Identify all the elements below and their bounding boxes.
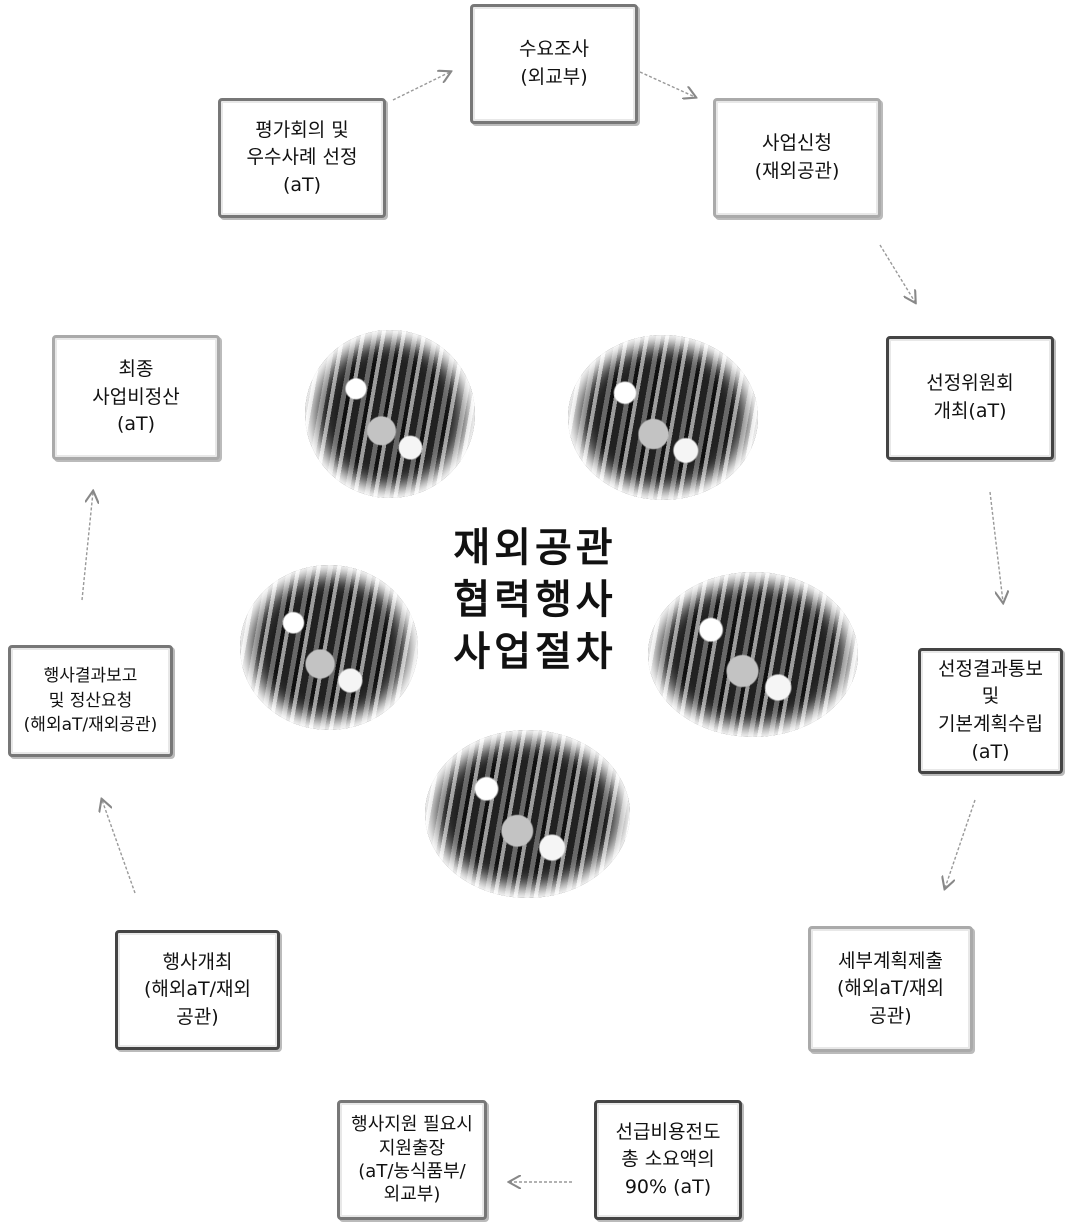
title-line-2: 협력행사	[453, 576, 617, 623]
event-photo-middle-right	[648, 572, 858, 737]
diagram-title: 재외공관 협력행사 사업절차	[430, 522, 640, 678]
step-label: 사업신청 (재외공관)	[754, 132, 840, 182]
event-photo-bottom	[425, 730, 630, 898]
arrow-s9-s10	[81, 492, 93, 601]
arrow-s2-s3	[879, 244, 915, 302]
step-label: 선정위원회 개최(aT)	[926, 372, 1014, 422]
step-label: 선급비용전도 총 소요액의 90% (aT)	[615, 1120, 721, 1198]
step-label: 행사지원 필요시 지원출장 (aT/농식품부/ 외교부)	[351, 1114, 473, 1206]
arrow-s1-s2	[639, 71, 695, 97]
arrow-s4-s5	[945, 799, 976, 888]
event-photo-top-right	[568, 335, 758, 500]
step-advance-payment: 선급비용전도 총 소요액의 90% (aT)	[594, 1100, 742, 1220]
event-photo-top-left	[305, 330, 475, 498]
step-final-settlement: 최종 사업비정산 (aT)	[52, 335, 220, 460]
step-label: 수요조사 (외교부)	[519, 38, 589, 88]
step-label: 행사개최 (해외aT/재외 공관)	[144, 950, 251, 1028]
step-evaluation: 평가회의 및 우수사례 선정 (aT)	[218, 98, 386, 218]
title-line-1: 재외공관	[453, 524, 617, 571]
step-label: 평가회의 및 우수사례 선정 (aT)	[246, 118, 358, 196]
arrow-s8-s9	[102, 800, 136, 894]
step-selection-notice: 선정결과통보 및 기본계획수립 (aT)	[918, 648, 1063, 774]
event-photo-middle-left	[240, 565, 418, 730]
arrow-s3-s4	[989, 491, 1003, 602]
step-demand-survey: 수요조사 (외교부)	[470, 4, 638, 124]
step-label: 세부계획제출 (해외aT/재외 공관)	[837, 949, 944, 1027]
step-event-held: 행사개최 (해외aT/재외 공관)	[115, 930, 280, 1050]
title-line-3: 사업절차	[453, 628, 617, 675]
step-label: 행사결과보고 및 정산요청 (해외aT/재외공관)	[23, 666, 158, 736]
step-application: 사업신청 (재외공관)	[713, 98, 881, 218]
arrow-s11-s1	[392, 72, 450, 101]
step-selection-committee: 선정위원회 개최(aT)	[886, 336, 1054, 460]
step-label: 선정결과통보 및 기본계획수립 (aT)	[938, 657, 1043, 763]
step-business-trip: 행사지원 필요시 지원출장 (aT/농식품부/ 외교부)	[337, 1100, 487, 1220]
step-detailed-plan: 세부계획제출 (해외aT/재외 공관)	[808, 926, 973, 1052]
step-result-report: 행사결과보고 및 정산요청 (해외aT/재외공관)	[8, 645, 173, 757]
step-label: 최종 사업비정산 (aT)	[92, 358, 180, 436]
